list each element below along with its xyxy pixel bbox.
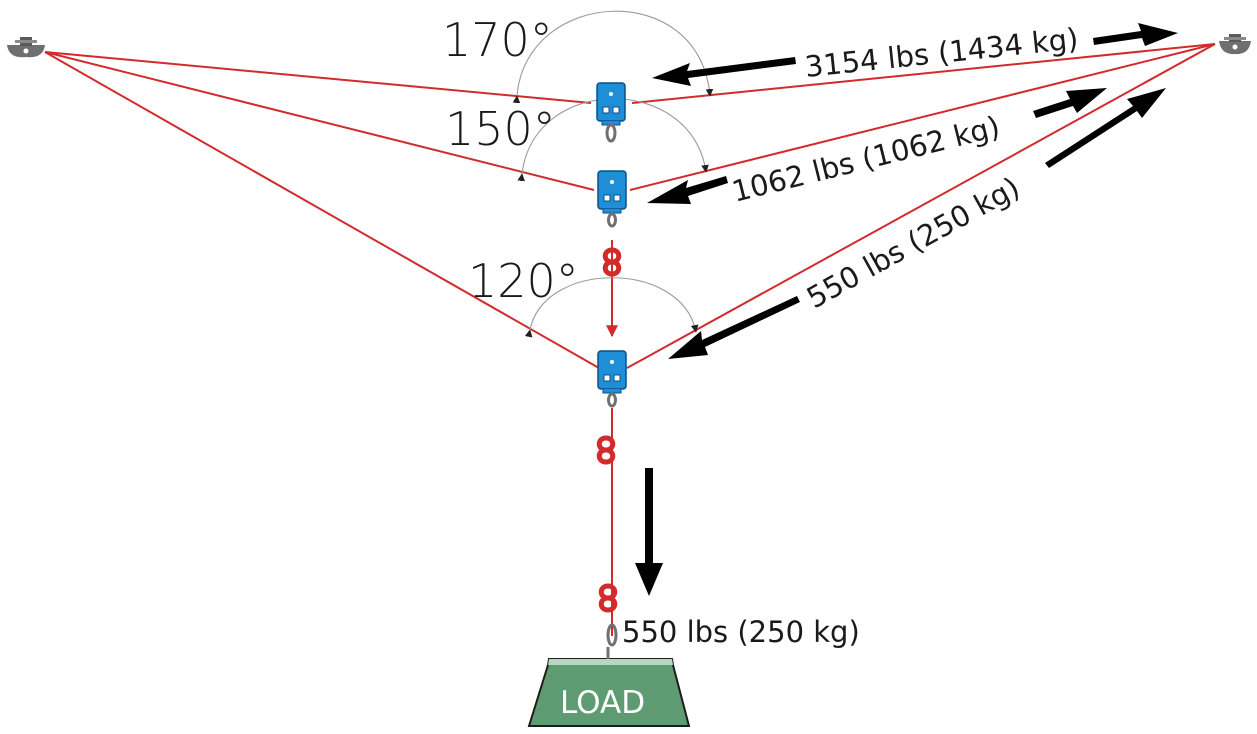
load-block: LOAD [527, 647, 691, 727]
force-arrow-load-down [635, 468, 663, 596]
pulley-bottom [597, 350, 627, 408]
force-label-load: 550 lbs (250 kg) [622, 615, 860, 649]
angle-arc-top [512, 10, 714, 104]
anchor-bolt-icon [7, 37, 45, 58]
rope-bottom-right [626, 43, 1216, 369]
load-label: LOAD [560, 685, 645, 721]
pulley-icon [597, 350, 627, 394]
anchor-bolt-icon [1219, 34, 1251, 55]
shackle-link [607, 392, 617, 408]
load-shackle [606, 623, 618, 647]
force-arrow-bottom-right [1045, 88, 1166, 168]
angle-label-middle: 150° [445, 102, 556, 156]
figure-eight-knot-icon [599, 438, 613, 462]
angle-label-top: 170° [442, 13, 553, 67]
force-arrow-middle-right [1033, 88, 1107, 118]
angle-label-bottom: 120° [468, 254, 579, 308]
force-arrow-bottom-left [668, 296, 800, 359]
rope-middle-left [44, 51, 595, 191]
pulley-icon [597, 170, 627, 214]
rope-bottom-left [44, 51, 600, 369]
pulley-middle [597, 170, 627, 228]
rope-top-left [44, 51, 592, 104]
rope-middle-right [629, 43, 1216, 191]
force-arrow-top-right [1093, 23, 1178, 46]
figure-eight-knot-icon [601, 586, 615, 610]
right-anchor [1219, 34, 1251, 55]
force-label-top: 3154 lbs (1434 kg) [803, 21, 1080, 84]
pulley-top [596, 82, 626, 143]
rope-lines [44, 43, 1216, 636]
force-label-middle: 1062 lbs (1062 kg) [728, 109, 1003, 208]
rope-top-right [631, 43, 1216, 104]
pulley-icon [596, 82, 626, 126]
left-anchor [7, 37, 45, 58]
force-arrow-middle-left [647, 176, 728, 204]
angle-arc-bottom [524, 277, 699, 338]
force-arrows [635, 23, 1178, 596]
force-arrow-top-left [652, 57, 796, 86]
shackle-link [605, 123, 617, 143]
shackle-link [607, 212, 617, 228]
force-label-bottom: 550 lbs (250 kg) [801, 170, 1025, 315]
